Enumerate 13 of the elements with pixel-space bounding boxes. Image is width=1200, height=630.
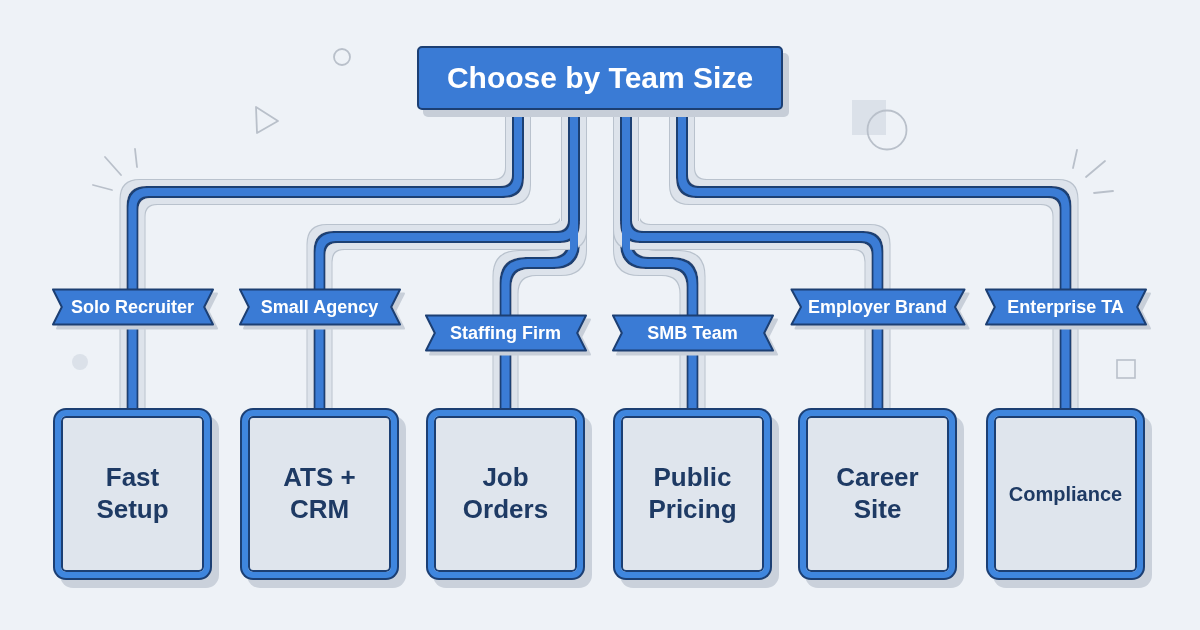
box-label: Career Site: [835, 462, 920, 526]
box-label: ATS + CRM: [282, 462, 357, 526]
box-label: Public Pricing: [647, 462, 738, 526]
box-label: Compliance: [1008, 481, 1123, 507]
edge-label: Enterprise TA: [985, 289, 1146, 325]
edge-label: Small Agency: [239, 289, 400, 325]
edge-label: Solo Recruiter: [52, 289, 213, 325]
box-label: Fast Setup: [95, 462, 170, 526]
edge-label: SMB Team: [612, 315, 773, 351]
edge-label: Staffing Firm: [425, 315, 586, 351]
box-label: Job Orders: [461, 462, 550, 526]
edge-label: Employer Brand: [791, 289, 964, 325]
header-text: Choose by Team Size: [446, 61, 754, 95]
